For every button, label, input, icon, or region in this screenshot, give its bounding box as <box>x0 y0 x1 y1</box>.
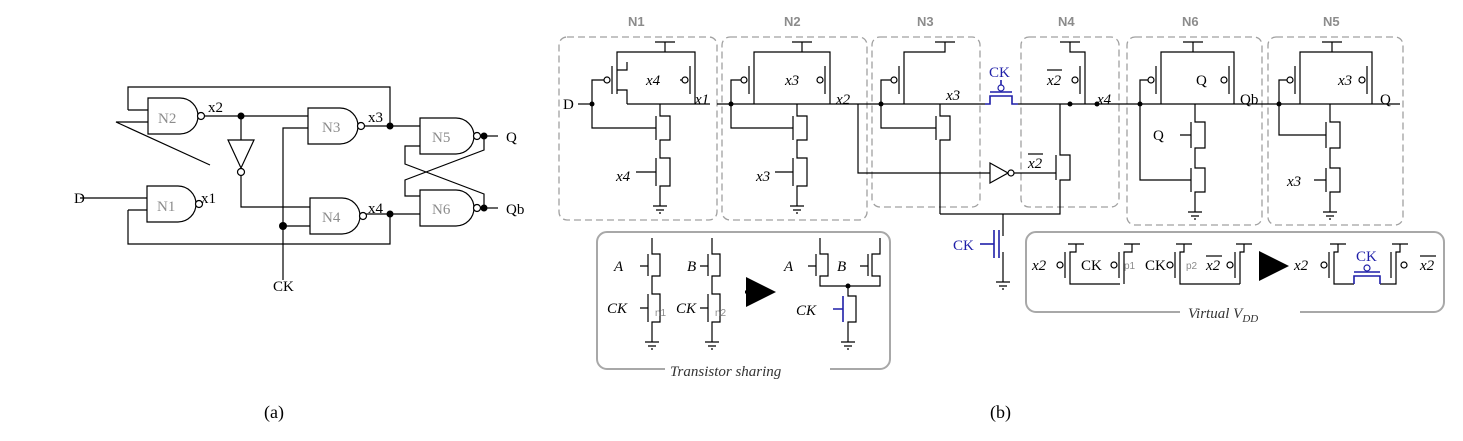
label-qb: Qb <box>506 202 524 218</box>
sharing-right-a: A <box>783 259 794 275</box>
ck-shared-label: CK <box>953 238 974 254</box>
n2-out: x2 <box>835 92 851 108</box>
group-label-n2: N2 <box>784 14 801 29</box>
vdd-caption-sub: DD <box>1241 313 1258 325</box>
n2-gate-p: x3 <box>784 73 799 89</box>
vdd-right-x2-a: x2 <box>1293 258 1309 274</box>
n4-gate-p: x2 <box>1046 73 1062 89</box>
n6-gate-p: Q <box>1196 73 1207 89</box>
sharing-ck2: CK <box>676 301 697 317</box>
n3-circuit: x3 <box>860 41 985 214</box>
n1-input-d: D <box>563 97 574 113</box>
group-box-n4 <box>1020 36 1120 208</box>
vdd-p1: p1 <box>1124 261 1136 272</box>
n4-ck-label: CK <box>989 65 1010 81</box>
virtual-vdd-box: Virtual VDD x2 CK p1 CK p2 x2 <box>1025 231 1445 325</box>
transistor-sharing-box: Transistor sharing A CK n1 B CK n2 A B <box>596 231 891 380</box>
group-label-n5: N5 <box>1323 14 1340 29</box>
n2-circuit: x3 x3 x2 <box>717 41 860 214</box>
sharing-right-ck: CK <box>796 303 817 319</box>
group-box-n5 <box>1267 36 1404 226</box>
panel-b: N1 N2 N3 N4 N6 N5 D x4 x4 x1 <box>558 14 1445 423</box>
vdd-ck1: CK <box>1081 258 1102 274</box>
vdd-x2-a: x2 <box>1031 258 1047 274</box>
vdd-ck2: CK <box>1145 258 1166 274</box>
n4-out: x4 <box>1096 92 1112 108</box>
label-x4: x4 <box>368 201 384 217</box>
n5-gate-n: x3 <box>1286 174 1301 190</box>
gate-label-n4: N4 <box>322 210 341 226</box>
n6-out: Qb <box>1240 92 1258 108</box>
group-box-n2 <box>721 36 868 221</box>
panel-a-label: (a) <box>264 402 284 423</box>
label-x1: x1 <box>201 191 216 207</box>
group-box-n1 <box>558 36 718 221</box>
label-q: Q <box>506 130 517 146</box>
n6-circuit: Q Q Qb <box>1120 41 1262 220</box>
n4-gate-n: x2 <box>1027 156 1043 172</box>
n1-gate-p: x4 <box>645 73 661 89</box>
n3-out: x3 <box>945 88 960 104</box>
n1-circuit: D x4 x4 x1 <box>563 41 710 214</box>
sharing-n1: n1 <box>655 308 667 319</box>
group-box-n3 <box>871 36 981 208</box>
label-x2: x2 <box>208 100 223 116</box>
vdd-caption-main: Virtual V <box>1188 306 1244 322</box>
vdd-right-x2-b: x2 <box>1419 258 1435 274</box>
sharing-caption: Transistor sharing <box>670 364 782 380</box>
n1-gate-n: x4 <box>615 169 631 185</box>
vdd-x2-b: x2 <box>1205 258 1221 274</box>
group-label-n6: N6 <box>1182 14 1199 29</box>
n5-gate-p: x3 <box>1337 73 1352 89</box>
vdd-right-ck: CK <box>1356 249 1377 265</box>
sharing-right-b: B <box>837 259 846 275</box>
sharing-n2: n2 <box>715 308 727 319</box>
group-label-n1: N1 <box>628 14 645 29</box>
n6-gate-n: Q <box>1153 128 1164 144</box>
gate-label-n3: N3 <box>322 120 340 136</box>
label-x3: x3 <box>368 110 383 126</box>
n4-circuit: CK x2 x2 x4 <box>985 41 1120 206</box>
n2-gate-n: x3 <box>755 169 770 185</box>
gate-label-n6: N6 <box>432 202 451 218</box>
n5-out: Q <box>1380 92 1391 108</box>
sharing-a: A <box>613 259 624 275</box>
n5-circuit: x3 x3 Q <box>1262 41 1400 220</box>
vdd-p2: p2 <box>1186 261 1198 272</box>
vdd-caption: Virtual VDD <box>1188 306 1258 325</box>
gate-label-n5: N5 <box>432 130 450 146</box>
sharing-ck1: CK <box>607 301 628 317</box>
gate-label-n1: N1 <box>157 199 175 215</box>
label-d: D <box>74 191 85 207</box>
group-label-n4: N4 <box>1058 14 1075 29</box>
sharing-b: B <box>687 259 696 275</box>
gate-label-n2: N2 <box>158 111 176 127</box>
inverter <box>227 139 255 170</box>
panel-a: N2 N1 N3 N4 N5 N6 x2 x1 x3 x4 D CK Q <box>74 86 524 423</box>
label-ck: CK <box>273 279 294 295</box>
group-label-n3: N3 <box>917 14 934 29</box>
inverter-b <box>989 161 1010 185</box>
group-box-n6 <box>1126 36 1263 226</box>
panel-b-label: (b) <box>990 402 1011 423</box>
n1-out: x1 <box>694 92 709 108</box>
